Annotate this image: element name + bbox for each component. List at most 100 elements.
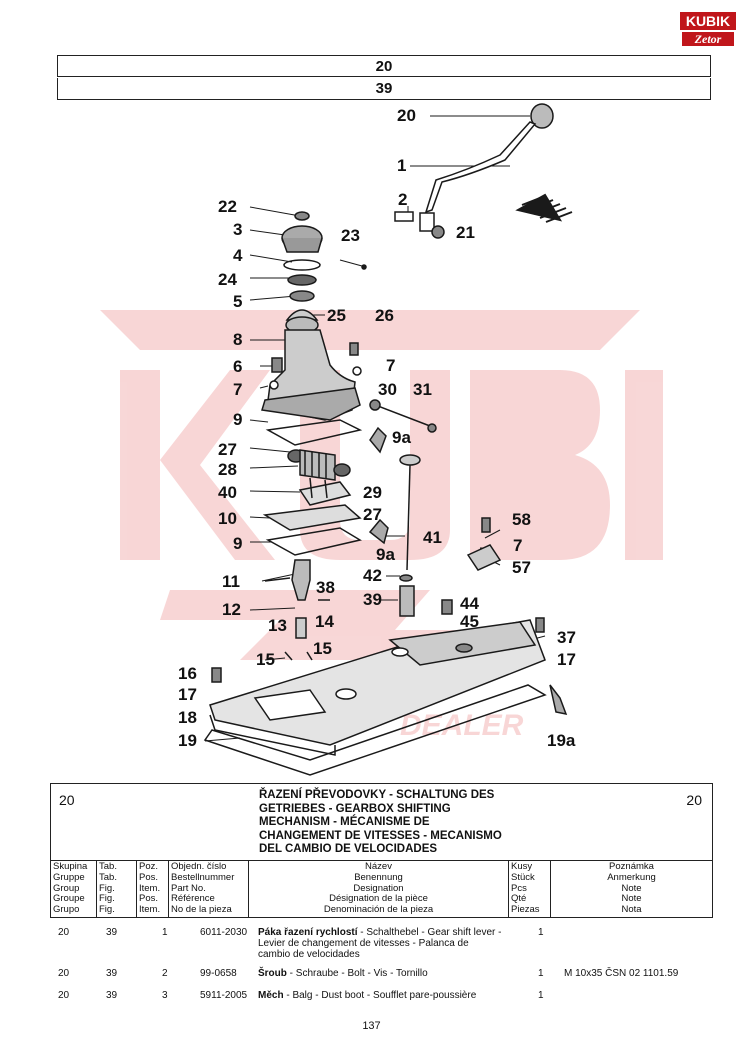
row-table: 39	[106, 927, 118, 938]
callout-1: 1	[397, 156, 407, 175]
col-position: Poz.Pos.Item.Pos.Item.	[137, 861, 169, 917]
group-title: ŘAZENÍ PŘEVODOVKY - SCHALTUNG DES GETRIE…	[259, 789, 519, 857]
row-group: 20	[58, 927, 70, 938]
row-position: 2	[162, 968, 168, 979]
housing	[261, 329, 437, 433]
page-number: 137	[362, 1020, 381, 1032]
callout-21: 21	[456, 223, 475, 242]
header-table-row: 39	[57, 78, 711, 100]
callout-2: 2	[398, 190, 408, 209]
callout-30: 30	[378, 380, 397, 399]
callout-19a: 19a	[547, 731, 576, 750]
col-table: Tab.Tab.Fig.Fig.Fig.	[97, 861, 137, 917]
table-row: 20 39 2 99-0658 Šroub - Schraube - Bolt …	[50, 968, 713, 982]
header-group: 20	[375, 57, 393, 75]
row-group: 20	[58, 968, 70, 979]
shift-fork	[264, 559, 330, 661]
header-group-row: 20	[57, 55, 711, 77]
group-number-right: 20	[686, 792, 702, 808]
row-position: 1	[162, 927, 168, 938]
callout-20: 20	[397, 106, 416, 125]
callout-3: 3	[233, 220, 243, 239]
callout-31: 31	[413, 380, 432, 399]
callout-23: 23	[341, 226, 360, 245]
group-info-box: 20 ŘAZENÍ PŘEVODOVKY - SCHALTUNG DES GET…	[50, 783, 713, 861]
direction-arrow	[515, 193, 573, 223]
callout-27: 27	[363, 505, 382, 524]
callout-29: 29	[363, 483, 382, 502]
callout-44: 44	[460, 594, 479, 613]
callout-58: 58	[512, 510, 531, 529]
row-designation: Páka řazení rychlostí - Schalthebel - Ge…	[258, 927, 502, 960]
spring-assembly	[287, 426, 389, 545]
table-row: 20 39 1 6011-2030 Páka řazení rychlostí …	[50, 927, 713, 963]
callout-9a: 9a	[376, 545, 395, 564]
logo-line2: Zetor	[694, 32, 722, 46]
gaskets	[262, 419, 363, 556]
kubik-zetor-logo: KUBIK Zetor	[678, 10, 738, 50]
title-line: GETRIEBES - GEARBOX SHIFTING	[259, 802, 451, 815]
row-table: 39	[106, 968, 118, 979]
header-table: 39	[375, 80, 393, 97]
callout-5: 5	[233, 292, 243, 311]
title-line: MECHANISM - MÉCANISME DE	[259, 816, 430, 828]
callout-7: 7	[386, 356, 396, 375]
diagram-drawing: DEALER	[100, 103, 663, 776]
base-plate	[209, 599, 568, 756]
callout-22: 22	[218, 197, 237, 216]
callout-18: 18	[178, 708, 197, 727]
callout-37: 37	[557, 628, 576, 647]
logo-graphic: KUBIK Zetor	[680, 12, 736, 46]
gear-lever	[394, 103, 554, 239]
row-part-number: 99-0658	[200, 968, 237, 979]
callout-19: 19	[178, 731, 197, 750]
row-table: 39	[106, 990, 118, 1001]
callout-9: 9	[233, 534, 243, 553]
callout-17: 17	[178, 685, 197, 704]
callout-13: 13	[268, 616, 287, 635]
callout-25: 25	[327, 306, 346, 325]
row-group: 20	[58, 990, 70, 1001]
boot-assembly	[281, 211, 367, 334]
callout-38: 38	[316, 578, 335, 597]
row-part-number: 6011-2030	[200, 927, 248, 938]
row-designation: Šroub - Schraube - Bolt - Vis - Tornillo	[258, 968, 428, 979]
bottom-gasket	[203, 684, 547, 776]
callout-6: 6	[233, 357, 243, 376]
callout-9: 9	[233, 410, 243, 429]
row-part-number: 5911-2005	[200, 990, 248, 1001]
bracket	[466, 517, 502, 571]
row-quantity: 1	[538, 968, 544, 979]
callout-15: 15	[256, 650, 275, 669]
callout-15: 15	[313, 639, 332, 658]
title-line: CHANGEMENT DE VITESSES - MECANISMO	[259, 829, 502, 842]
row-position: 3	[162, 990, 168, 1001]
shift-rod	[399, 454, 421, 617]
group-number-left: 20	[59, 792, 75, 808]
callout-39: 39	[363, 590, 382, 609]
callout-28: 28	[218, 460, 237, 479]
callout-57: 57	[512, 558, 531, 577]
callout-4: 4	[233, 246, 243, 265]
callout-8: 8	[233, 330, 243, 349]
callout-7: 7	[513, 536, 523, 555]
callout-14: 14	[315, 612, 334, 631]
row-designation: Měch - Balg - Dust boot - Soufflet pare-…	[258, 990, 477, 1001]
callout-24: 24	[218, 270, 237, 289]
callout-10: 10	[218, 509, 237, 528]
exploded-diagram: DEALER	[0, 100, 743, 780]
callout-26: 26	[375, 306, 394, 325]
callout-7: 7	[233, 380, 243, 399]
title-line: ŘAZENÍ PŘEVODOVKY - SCHALTUNG DES	[259, 789, 495, 801]
row-note: M 10x35 ČSN 02 1101.59	[564, 968, 679, 979]
title-line: DEL CAMBIO DE VELOCIDADES	[259, 843, 438, 855]
svg-text:DEALER: DEALER	[400, 709, 524, 742]
callout-9a: 9a	[392, 428, 411, 447]
callout-17: 17	[557, 650, 576, 669]
table-row: 20 39 3 5911-2005 Měch - Balg - Dust boo…	[50, 990, 713, 1004]
logo-line1: KUBIK	[686, 13, 730, 29]
